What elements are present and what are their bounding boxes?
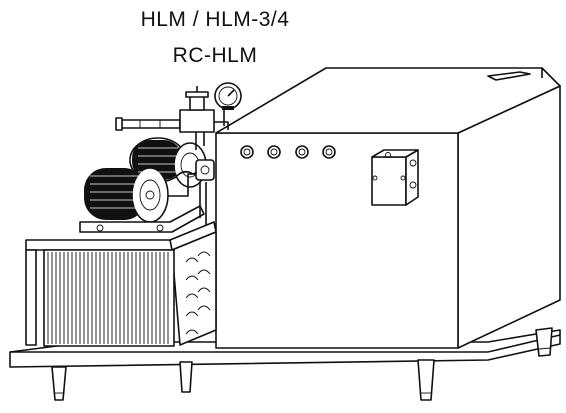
- condenser-coil: [43, 249, 175, 347]
- compressor-assembly: [79, 137, 215, 233]
- model-caption-line-1: HLM / HLM-3/4: [140, 8, 290, 31]
- front-plug-row: [240, 145, 336, 159]
- support-legs: [51, 327, 553, 401]
- gauge-manifold: [115, 82, 242, 150]
- model-caption-line-2: RC-HLM: [172, 44, 258, 67]
- junction-box: [371, 149, 419, 206]
- condenser-platform: [25, 221, 217, 346]
- main-cabinet: [215, 67, 561, 349]
